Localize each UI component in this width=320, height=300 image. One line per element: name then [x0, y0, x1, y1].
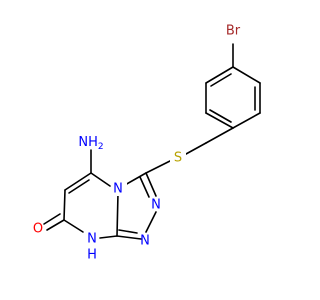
- bridge-nitrogen-label: N: [113, 182, 123, 197]
- bond-c3-n2: [145, 172, 157, 197]
- s-label-bg: [170, 150, 186, 168]
- bond-c4-c5-inner: [209, 109, 232, 123]
- carbonyl-oxygen-label: O: [33, 222, 43, 237]
- bonds: [43, 43, 261, 240]
- bond-c3-n4: [124, 172, 147, 186]
- bond-c4-c5: [205, 112, 234, 129]
- bond-c3-c4: [232, 112, 261, 129]
- bond-ch2-s: [185, 142, 207, 155]
- bond-c7-o: [46, 219, 65, 231]
- ring-nh-h-label: H: [87, 248, 97, 263]
- sulfur-label: S: [174, 151, 182, 166]
- bond-c6-c1-inner: [210, 73, 232, 87]
- bond-c4-ch2: [205, 127, 234, 144]
- ring-nh-n-label: N: [87, 232, 97, 247]
- triazole-n1-label: N: [140, 234, 150, 249]
- bond-n8-c8a: [99, 235, 118, 239]
- bond-c1-c2: [232, 66, 261, 84]
- n-bridge-label-bg: [113, 180, 127, 196]
- molecule-structure-diagram: Br S NH2 N N N N H O: [32, 20, 261, 263]
- amino-nh: NH: [78, 135, 98, 150]
- amino-subscript: 2: [98, 142, 104, 152]
- bond-s-c3: [145, 160, 171, 174]
- br-label-bg: [220, 20, 248, 40]
- bond-n1-c8a: [116, 235, 142, 240]
- bromine-label: Br: [226, 24, 241, 39]
- amino-group-label: NH2: [78, 135, 103, 152]
- bond-c5-c6: [64, 172, 92, 191]
- bond-c3-n2-inner: [139, 176, 150, 198]
- bond-c6-c1: [205, 66, 234, 84]
- bond-n2-n1: [145, 211, 157, 233]
- bond-n1-c8a-inner: [118, 229, 138, 234]
- bond-c7-o-inner: [43, 213, 61, 225]
- bond-n4-c5: [90, 172, 111, 187]
- triazole-n2-label: N: [151, 198, 161, 213]
- bond-c6-c7: [63, 189, 66, 221]
- bond-c5-c6-inner: [68, 179, 90, 194]
- bond-c7-n8: [63, 219, 84, 233]
- bond-c8a-n4: [116, 192, 119, 237]
- atom-labels: Br S NH2 N N N N H O: [33, 20, 248, 263]
